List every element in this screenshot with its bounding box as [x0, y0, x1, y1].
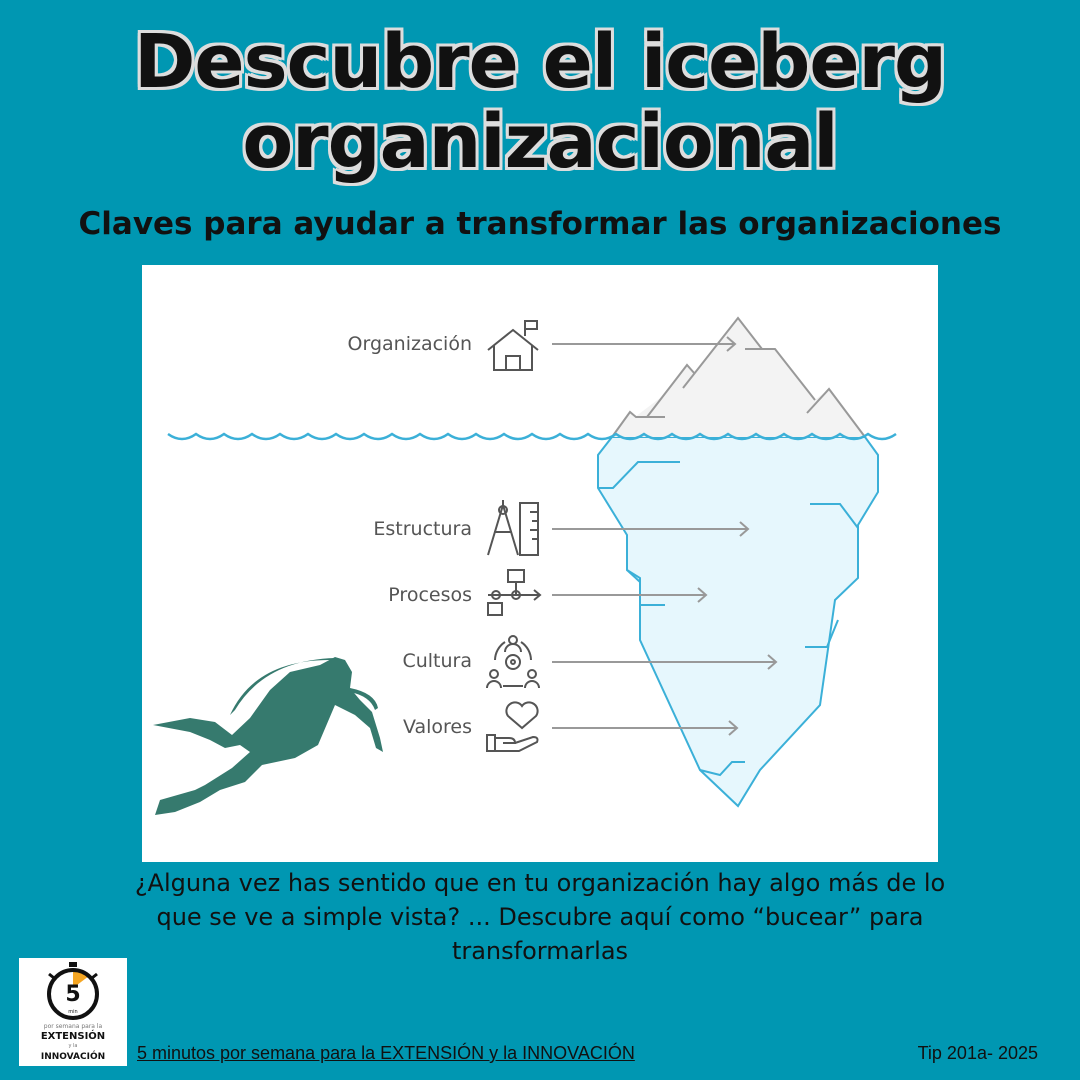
iceberg-submerged — [597, 436, 879, 808]
ice-cracks — [598, 461, 859, 777]
page-title: Descubre el iceberg organizacional — [134, 19, 947, 185]
stopwatch-icon: 5 min por semana para la EXTENSIÓN y la … — [41, 962, 105, 1062]
flowchart-icon — [487, 569, 542, 616]
compass-ruler-icon — [487, 500, 539, 556]
water-line — [167, 432, 897, 441]
tip-number: Tip 201a- 2025 — [917, 1043, 1038, 1063]
house-flag-icon — [487, 320, 539, 371]
people-gear-icon — [486, 635, 540, 689]
iceberg-tip — [612, 318, 865, 437]
arrow-procesos — [552, 587, 708, 603]
logo-unit: min — [68, 1009, 77, 1015]
logo-line-2: EXTENSIÓN — [41, 1029, 105, 1042]
label-cultura: Cultura — [402, 650, 472, 672]
footer-link[interactable]: 5 minutos por semana para la EXTENSIÓN y… — [137, 1043, 635, 1063]
label-procesos: Procesos — [388, 584, 472, 606]
arrow-cultura — [552, 654, 778, 670]
page-subtitle: Claves para ayudar a transformar las org… — [78, 206, 1002, 242]
arrow-valores — [552, 720, 739, 736]
logo-line-3: y la — [68, 1043, 77, 1049]
logo-line-1: por semana para la — [44, 1023, 103, 1030]
label-valores: Valores — [402, 716, 472, 738]
iceberg-tip-outline — [611, 316, 866, 438]
logo: 5 min por semana para la EXTENSIÓN y la … — [19, 958, 127, 1066]
diver-silhouette — [153, 657, 383, 815]
iceberg-diagram: Organización Estructura Procesos Cultura… — [142, 265, 938, 862]
hand-heart-icon — [486, 701, 539, 752]
arrow-organizacion — [552, 336, 737, 352]
label-organizacion: Organización — [347, 333, 472, 355]
iceberg-graphic — [153, 316, 897, 815]
question-text: ¿Alguna vez has sentido que en tu organi… — [134, 869, 946, 965]
label-estructura: Estructura — [373, 518, 472, 540]
logo-line-4: INNOVACIÓN — [41, 1050, 105, 1062]
arrow-estructura — [552, 521, 750, 537]
logo-number: 5 — [65, 982, 80, 1007]
